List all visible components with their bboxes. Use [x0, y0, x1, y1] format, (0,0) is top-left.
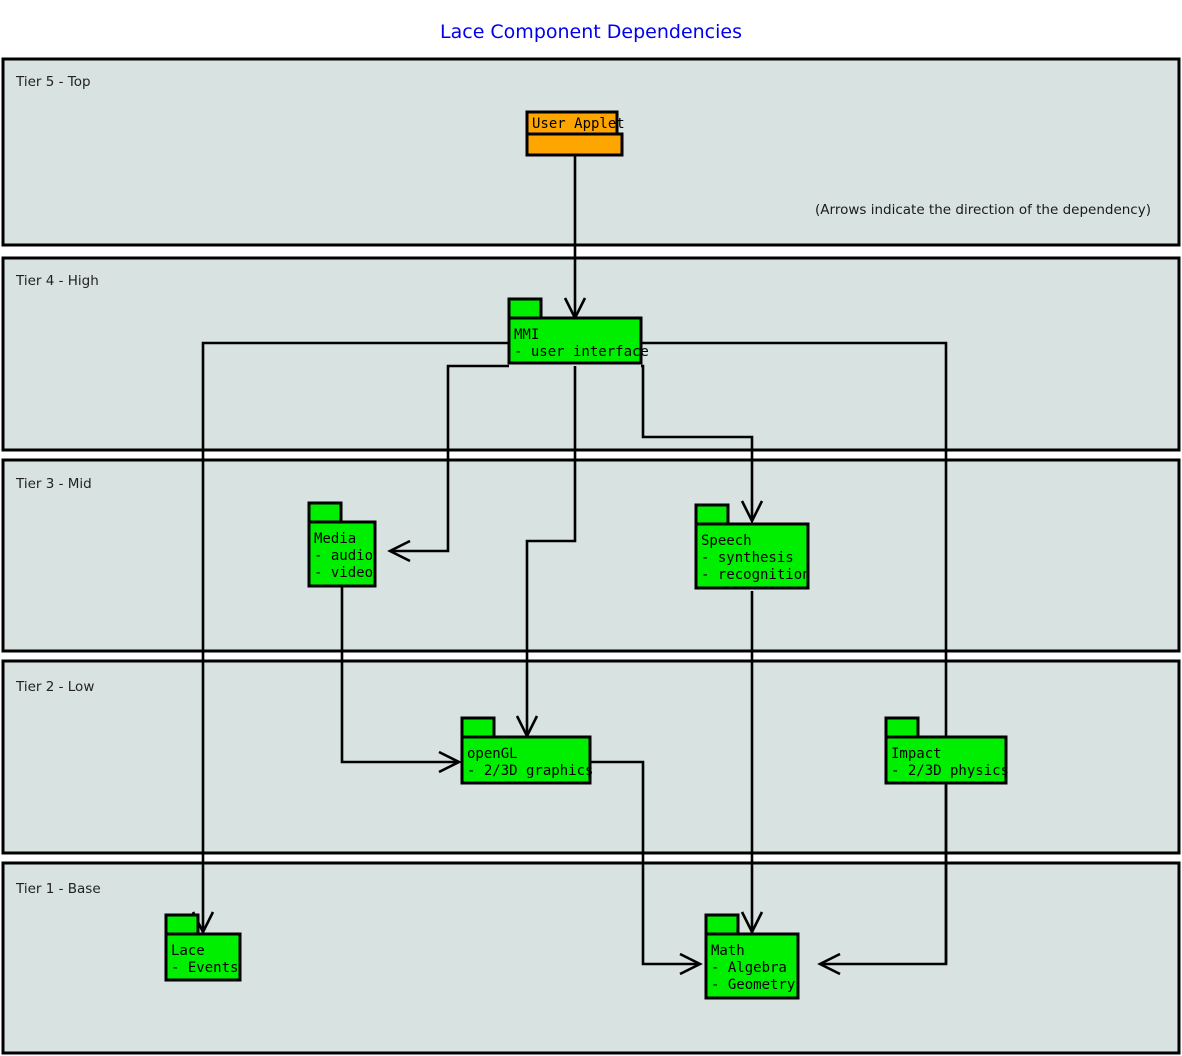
- media-body: [307, 520, 377, 588]
- opengl-tab: [460, 716, 496, 740]
- speech-tab: [694, 503, 730, 527]
- speech-body: [694, 522, 810, 590]
- arrow-head-math-left: [679, 952, 703, 976]
- node-speech[interactable]: Speech - synthesis - recognition: [694, 503, 811, 590]
- mmi-body: [507, 316, 643, 365]
- opengl-body: [460, 735, 592, 785]
- node-opengl[interactable]: openGL - 2/3D graphics: [460, 716, 593, 785]
- arrow-head-opengl-left: [438, 750, 462, 774]
- node-media[interactable]: Media - audio - video: [307, 501, 377, 588]
- math-body: [704, 932, 800, 1000]
- mmi-tab: [507, 297, 543, 321]
- tier-label-tier3: Tier 3 - Mid: [15, 476, 92, 492]
- node-lace[interactable]: Lace - Events: [164, 913, 242, 982]
- impact-tab: [884, 716, 920, 740]
- dependency-edges: [191, 155, 948, 976]
- node-mmi[interactable]: MMI - user interface: [507, 297, 649, 365]
- edge-mmi-to-lace: [201, 341, 509, 932]
- speech-label-2: - recognition: [701, 567, 811, 583]
- user-applet-body: [525, 132, 624, 157]
- tier-label-tier4: Tier 4 - High: [15, 273, 99, 289]
- arrow-head-math-right: [817, 952, 841, 976]
- media-tab: [307, 501, 343, 525]
- speech-label-1: - synthesis: [701, 550, 794, 566]
- edge-media-to-opengl: [340, 587, 459, 764]
- node-impact[interactable]: Impact - 2/3D physics: [884, 716, 1009, 785]
- tier-band-tier3: [1, 458, 1181, 653]
- lace-tab: [164, 913, 200, 937]
- math-label-1: - Algebra: [711, 960, 787, 976]
- mmi-label-0: MMI: [514, 327, 539, 343]
- media-label-0: Media: [314, 531, 356, 547]
- page-title: Lace Component Dependencies: [440, 21, 742, 43]
- opengl-label-1: - 2/3D graphics: [467, 763, 593, 779]
- lace-label-0: Lace: [171, 943, 205, 959]
- edge-mmi-to-math: [641, 341, 948, 966]
- math-tab: [704, 913, 740, 937]
- media-label-1: - audio: [314, 548, 373, 564]
- lace-body: [164, 932, 242, 982]
- node-user-applet[interactable]: User Applet: [525, 110, 625, 157]
- arrow-head-speech-top: [740, 500, 764, 524]
- impact-label-0: Impact: [891, 746, 942, 762]
- arrow-head-media-right: [387, 539, 411, 563]
- arrow-direction-note: (Arrows indicate the direction of the de…: [815, 202, 1151, 218]
- opengl-label-0: openGL: [467, 746, 518, 762]
- media-label-2: - video: [314, 565, 373, 581]
- tier-labels: Tier 5 - Top Tier 4 - High Tier 3 - Mid …: [15, 74, 101, 897]
- edge-mmi-to-opengl: [525, 366, 577, 736]
- impact-label-1: - 2/3D physics: [891, 763, 1009, 779]
- node-math[interactable]: Math - Algebra - Geometry: [704, 913, 800, 1000]
- edge-mmi-to-speech: [641, 364, 754, 521]
- arrow-head-math-top: [740, 911, 764, 935]
- tier-bands: [1, 57, 1181, 1055]
- lace-label-1: - Events: [171, 960, 238, 976]
- edge-mmi-to-media: [390, 364, 509, 553]
- tier-label-tier1: Tier 1 - Base: [15, 881, 101, 897]
- tier-label-tier2: Tier 2 - Low: [15, 679, 94, 695]
- impact-body: [884, 735, 1008, 785]
- tier-label-tier5: Tier 5 - Top: [15, 74, 91, 90]
- speech-label-0: Speech: [701, 533, 752, 549]
- mmi-label-1: - user interface: [514, 344, 649, 360]
- edge-opengl-to-math: [591, 760, 700, 966]
- user-applet-label-0: User Applet: [532, 116, 625, 132]
- math-label-0: Math: [711, 943, 745, 959]
- math-label-2: - Geometry: [711, 977, 795, 993]
